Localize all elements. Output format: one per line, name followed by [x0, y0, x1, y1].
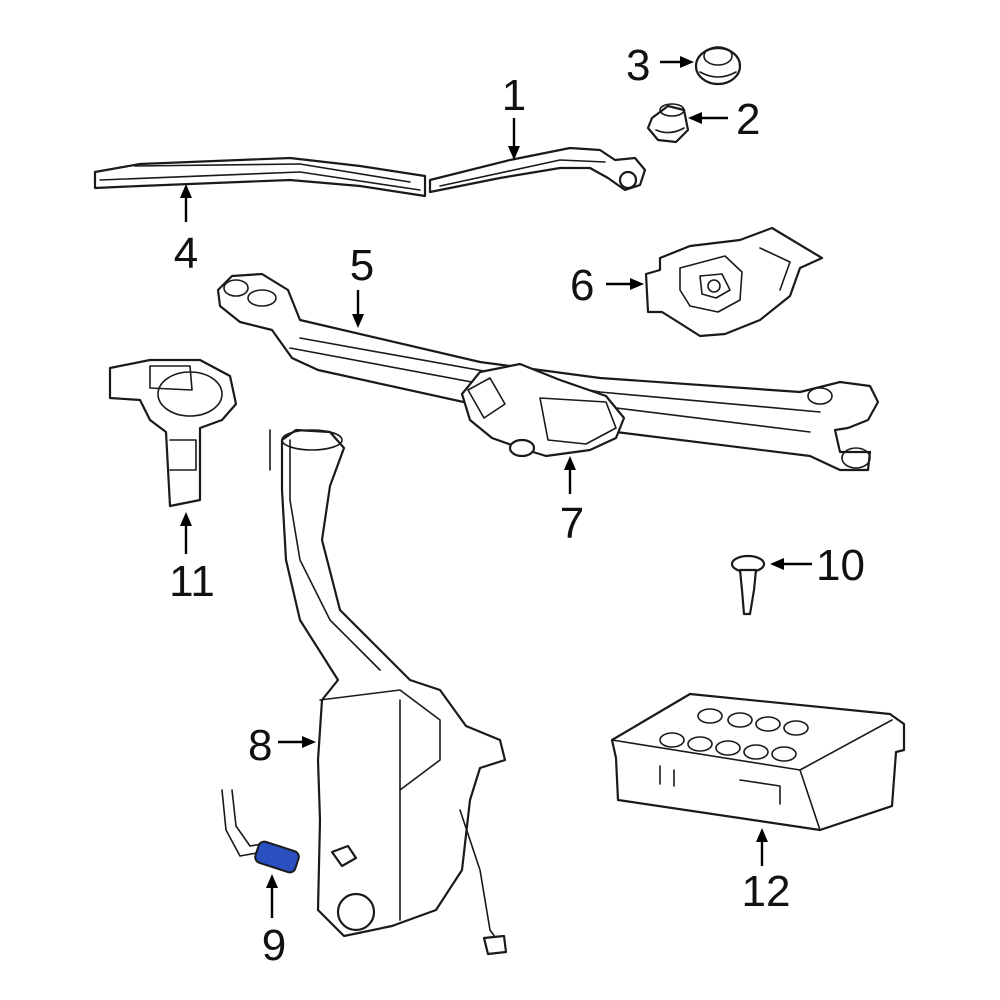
callout-label-1: 1	[502, 71, 526, 120]
callout-label-12: 12	[742, 867, 791, 916]
part-10-clip[interactable]	[730, 554, 766, 616]
part-9-washer-pump[interactable]	[221, 789, 300, 874]
callout-label-10: 10	[816, 541, 865, 590]
part-2-nut[interactable]	[646, 103, 690, 144]
callout-7: 7	[560, 456, 584, 548]
part-1-wiper-arm[interactable]	[428, 146, 647, 194]
part-7-wiper-motor[interactable]	[460, 362, 626, 458]
callout-10: 10	[770, 541, 865, 590]
module-connector-holes	[659, 708, 809, 762]
callout-label-2: 2	[736, 95, 760, 144]
callout-9: 9	[262, 874, 286, 970]
callout-2: 2	[688, 95, 760, 144]
part-3-cap[interactable]	[694, 46, 742, 86]
callout-4: 4	[174, 184, 198, 278]
callout-8: 8	[248, 721, 316, 770]
callout-label-8: 8	[248, 721, 272, 770]
part-4-wiper-blade[interactable]	[93, 156, 427, 198]
callout-label-11: 11	[169, 557, 215, 606]
callout-label-7: 7	[560, 499, 584, 548]
callout-label-6: 6	[570, 261, 594, 310]
part-12-control-module[interactable]	[610, 692, 906, 832]
callout-5: 5	[350, 241, 374, 328]
callout-6: 6	[570, 261, 644, 310]
callout-label-3: 3	[626, 41, 650, 90]
callout-label-5: 5	[350, 241, 374, 290]
part-6-bracket[interactable]	[644, 226, 824, 338]
callout-label-9: 9	[262, 921, 286, 970]
part-8-reservoir[interactable]	[269, 428, 508, 956]
part-11-sensor[interactable]	[108, 358, 238, 508]
callout-11: 11	[169, 512, 215, 606]
callout-1: 1	[502, 71, 526, 160]
callout-3: 3	[626, 41, 694, 90]
callout-label-4: 4	[174, 229, 198, 278]
callout-12: 12	[742, 828, 791, 916]
